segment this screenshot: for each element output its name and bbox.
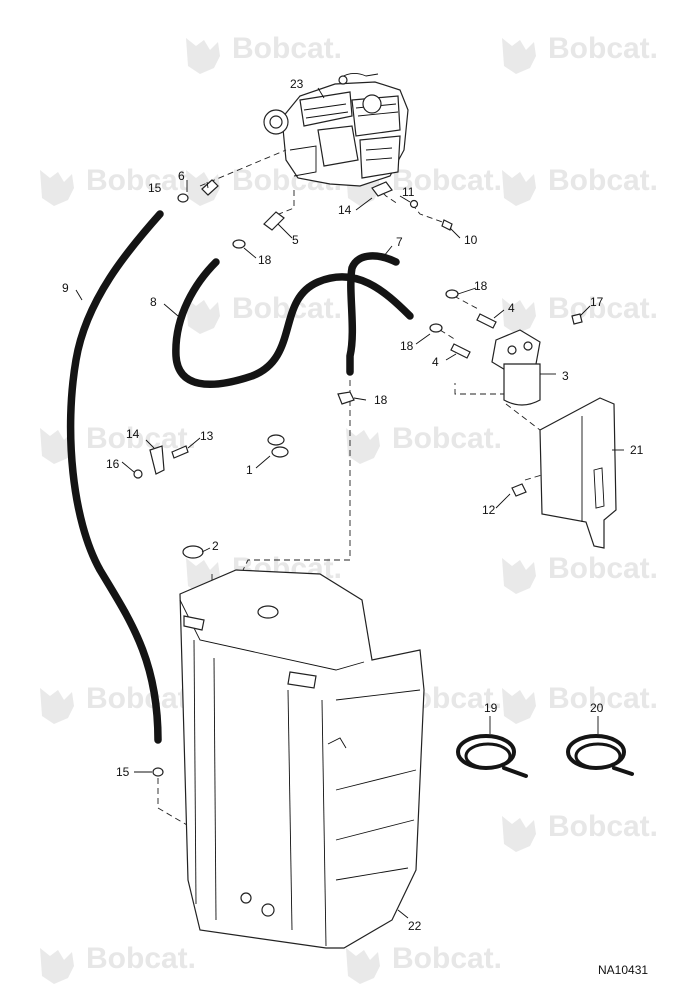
leader-lines [75, 87, 624, 919]
callout-22: 22 [408, 919, 422, 933]
mounting-bracket [539, 397, 617, 549]
bobcat-logo-icon [40, 948, 74, 984]
callout-14: 14 [338, 203, 352, 217]
callout-2: 2 [212, 539, 219, 553]
callout-labels: 23 6 15 11 14 10 5 18 9 7 18 8 4 17 18 4 3 18 14 13 16 1 21 12 2… [62, 77, 644, 933]
bobcat-logo-icon [502, 688, 536, 724]
callout-20: 20 [590, 701, 604, 715]
hose-coils [456, 734, 634, 778]
hose-9 [66, 210, 164, 744]
bobcat-logo-icon [502, 816, 536, 852]
callout-18: 18 [474, 279, 488, 293]
watermark-text: Bobcat. [548, 682, 658, 715]
watermark-text: Bobcat. [548, 292, 658, 325]
watermark-1: Bobcat. [186, 32, 342, 74]
callout-17: 17 [590, 295, 604, 309]
watermark-18: Bobcat. [502, 682, 658, 724]
bobcat-logo-icon [502, 298, 536, 334]
bobcat-logo-icon [502, 38, 536, 74]
engine-assembly [263, 73, 409, 187]
callout-12: 12 [482, 503, 496, 517]
callout-10: 10 [464, 233, 478, 247]
watermark-text: Bobcat. [548, 164, 658, 197]
watermark-text: Bobcat. [86, 942, 196, 975]
watermark-text: Bobcat. [392, 164, 502, 197]
callout-15: 15 [148, 181, 162, 195]
watermark-11: Bobcat. [40, 682, 196, 724]
fuel-filter [491, 329, 541, 406]
bobcat-logo-icon [40, 428, 74, 464]
callout-18: 18 [374, 393, 388, 407]
watermark-10: Bobcat. [502, 552, 658, 594]
bobcat-logo-icon [502, 170, 536, 206]
drawing-number: NA10431 [598, 963, 648, 977]
callout-3: 3 [562, 369, 569, 383]
watermark-text: Bobcat. [392, 942, 502, 975]
callout-5: 5 [292, 233, 299, 247]
callout-19: 19 [484, 701, 498, 715]
bobcat-logo-icon [186, 298, 220, 334]
fittings [133, 179, 583, 777]
callout-4: 4 [432, 355, 439, 369]
bobcat-logo-icon [186, 38, 220, 74]
watermark-6: Bobcat. [502, 292, 658, 334]
callout-6: 6 [178, 169, 185, 183]
bobcat-logo-icon [502, 558, 536, 594]
watermark-text: Bobcat. [86, 164, 196, 197]
watermark-5: Bobcat. [186, 292, 342, 334]
hoses [66, 210, 414, 744]
callout-15: 15 [116, 765, 130, 779]
callout-18: 18 [400, 339, 414, 353]
callout-8: 8 [150, 295, 157, 309]
callout-4: 4 [508, 301, 515, 315]
callout-13: 13 [200, 429, 214, 443]
bobcat-logo-icon [346, 948, 380, 984]
callout-16: 16 [106, 457, 120, 471]
callout-18: 18 [258, 253, 272, 267]
watermark-text: Bobcat. [392, 422, 502, 455]
watermark-15: Bobcat. [40, 942, 196, 984]
watermark-16: Bobcat. [346, 942, 502, 984]
watermark-3: Bobcat. [40, 164, 196, 206]
callout-21: 21 [630, 443, 644, 457]
watermark-text: Bobcat. [232, 32, 342, 65]
watermark-14: Bobcat. [502, 810, 658, 852]
watermark-17: Bobcat. [502, 164, 658, 206]
bobcat-logo-icon [346, 428, 380, 464]
callout-7: 7 [396, 235, 403, 249]
watermark-text: Bobcat. [86, 682, 196, 715]
watermark-text: Bobcat. [548, 32, 658, 65]
watermark-2: Bobcat. [502, 32, 658, 74]
bobcat-logo-icon [40, 688, 74, 724]
watermark-text: Bobcat. [548, 552, 658, 585]
callout-9: 9 [62, 281, 69, 295]
callout-14: 14 [126, 427, 140, 441]
hose-7 [346, 252, 400, 376]
callout-11: 11 [402, 185, 415, 199]
fuel-tank [179, 569, 425, 949]
callout-23: 23 [290, 77, 304, 91]
watermark-8: Bobcat. [346, 422, 502, 464]
watermark-text: Bobcat. [548, 810, 658, 843]
bobcat-logo-icon [40, 170, 74, 206]
callout-1: 1 [246, 463, 253, 477]
hose-8 [172, 258, 414, 388]
